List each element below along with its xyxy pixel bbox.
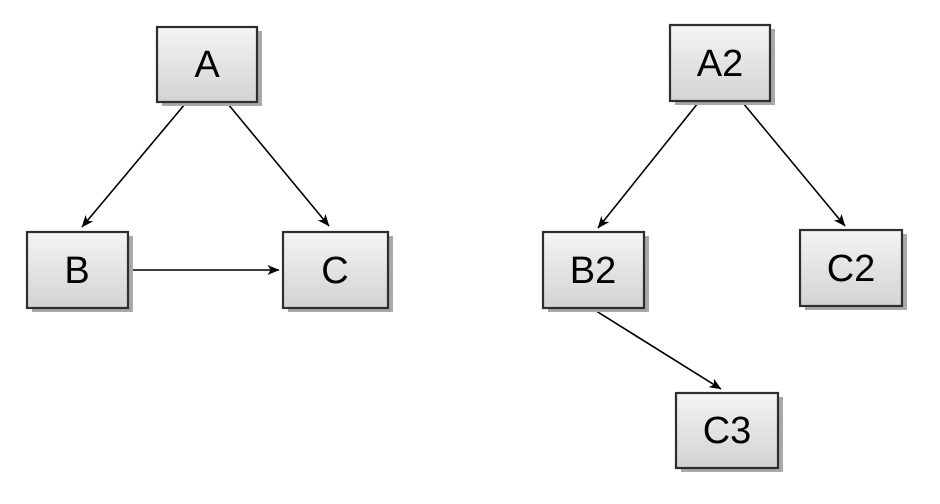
node-label: B [64,250,89,292]
right-graph: A2 B2 C2 C3 [541,23,907,472]
edge-A-B [81,103,186,228]
node-box [541,230,646,310]
edge-A2-C2 [742,102,846,227]
edge-line [742,102,846,227]
left-graph: A B C [25,25,393,312]
node-box [25,230,130,310]
node-box [668,23,772,103]
edge-line [227,103,330,227]
node-box [155,25,259,104]
node-label: C2 [827,248,876,290]
node-A2: A2 [668,23,775,105]
edge-line [597,102,699,229]
edge-line [592,308,722,390]
node-label: A2 [697,43,743,85]
node-B: B [25,230,133,312]
node-box [281,230,390,310]
node-box [674,391,780,470]
edge-A2-B2 [597,102,699,229]
node-label: B2 [570,250,616,292]
node-C2: C2 [798,228,907,310]
edge-A-C [227,103,330,227]
node-label: C3 [703,410,752,452]
node-label: A [194,44,220,86]
edge-B2-C3 [592,308,722,390]
edge-line [81,103,186,228]
node-label: C [321,250,348,292]
node-A: A [155,25,262,106]
node-C3: C3 [674,391,783,472]
node-C: C [281,230,393,312]
node-B2: B2 [541,230,649,312]
node-box [798,228,904,308]
